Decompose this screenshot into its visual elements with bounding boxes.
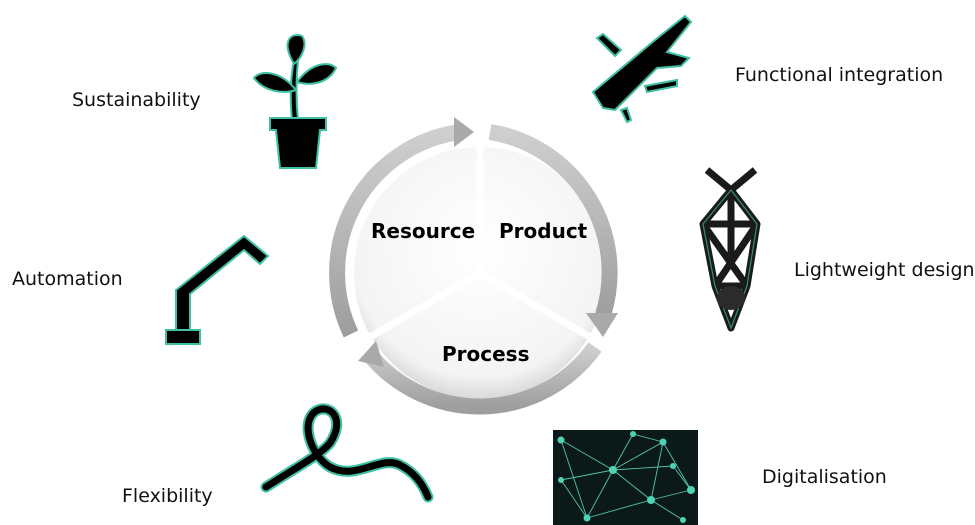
segment-label-process: Process xyxy=(442,342,530,366)
plant-pot-icon xyxy=(250,30,340,175)
segment-label-resource: Resource xyxy=(371,219,476,243)
arrow-product-to-process xyxy=(488,124,618,318)
aspect-label-flexibility: Flexibility xyxy=(122,485,213,507)
aspect-label-digitalisation: Digitalisation xyxy=(762,466,887,488)
segment-dividers xyxy=(361,137,599,345)
multitool-icon xyxy=(585,10,700,125)
lattice-structure-icon xyxy=(693,166,768,334)
aspect-label-automation: Automation xyxy=(12,268,123,290)
aspect-label-sustainability: Sustainability xyxy=(72,89,201,111)
aspect-label-functional-integration: Functional integration xyxy=(735,64,944,86)
flexible-hose-icon xyxy=(260,395,440,505)
aspect-label-lightweight-design: Lightweight design xyxy=(794,259,975,281)
arrowhead-1 xyxy=(454,117,474,147)
segment-label-product: Product xyxy=(499,219,588,243)
arrowhead-3 xyxy=(358,341,384,367)
arrowhead-2 xyxy=(586,313,618,337)
network-graph-icon xyxy=(553,430,698,525)
robot-arm-icon xyxy=(160,228,275,348)
arrow-resource-to-product xyxy=(329,124,462,338)
arrow-process-to-resource xyxy=(363,342,602,415)
cycle-arrows xyxy=(329,124,618,415)
cycle-diagram xyxy=(320,115,640,435)
